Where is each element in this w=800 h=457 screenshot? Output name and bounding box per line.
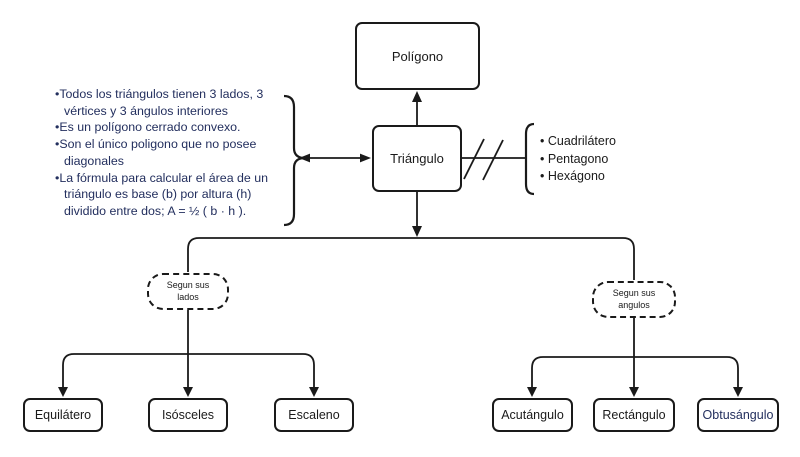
arrowhead-left	[299, 153, 310, 163]
node-acutangulo: Acutángulo	[492, 398, 573, 432]
node-obtusangulo: Obtusángulo	[697, 398, 779, 432]
node-segun-sus-angulos: Segun sus angulos	[592, 281, 676, 318]
polygon-item: Pentagono	[540, 151, 650, 169]
arrowhead-escaleno	[309, 387, 319, 397]
other-polygons-list: Cuadrilátero Pentagono Hexágono	[540, 133, 650, 186]
otherpolygons-bracket	[524, 122, 535, 196]
triangle-notes-list: Todos los triángulos tienen 3 lados, 3 v…	[55, 86, 287, 220]
note-item: Es un polígono cerrado convexo.	[55, 119, 287, 136]
arrowhead-rectangulo	[629, 387, 639, 397]
arrowhead-down	[412, 226, 422, 237]
node-isosceles: Isósceles	[148, 398, 228, 432]
note-item: Todos los triángulos tienen 3 lados, 3 v…	[55, 86, 287, 119]
node-escaleno: Escaleno	[274, 398, 354, 432]
node-equilatero: Equilátero	[23, 398, 103, 432]
rail-lados	[62, 353, 315, 388]
arrowhead-up	[412, 91, 422, 102]
cross-slash-1	[463, 138, 485, 180]
note-item: Son el único poligono que no posee diago…	[55, 136, 287, 169]
rail-top	[187, 237, 635, 280]
node-poligono: Polígono	[355, 22, 480, 90]
arrowhead-isosceles	[183, 387, 193, 397]
polygon-item: Hexágono	[540, 168, 650, 186]
node-rectangulo: Rectángulo	[593, 398, 675, 432]
cross-slash-2	[482, 139, 504, 181]
notes-brace	[283, 94, 304, 227]
arrowhead-acutangulo	[527, 387, 537, 397]
rail-angulos	[531, 356, 739, 388]
polygon-item: Cuadrilátero	[540, 133, 650, 151]
note-item: La fórmula para calcular el área de un t…	[55, 170, 287, 220]
node-triangulo: Triángulo	[372, 125, 462, 192]
arrowhead-right	[360, 153, 371, 163]
arrowhead-equilatero	[58, 387, 68, 397]
arrowhead-obtusangulo	[733, 387, 743, 397]
node-segun-sus-lados: Segun sus lados	[147, 273, 229, 310]
